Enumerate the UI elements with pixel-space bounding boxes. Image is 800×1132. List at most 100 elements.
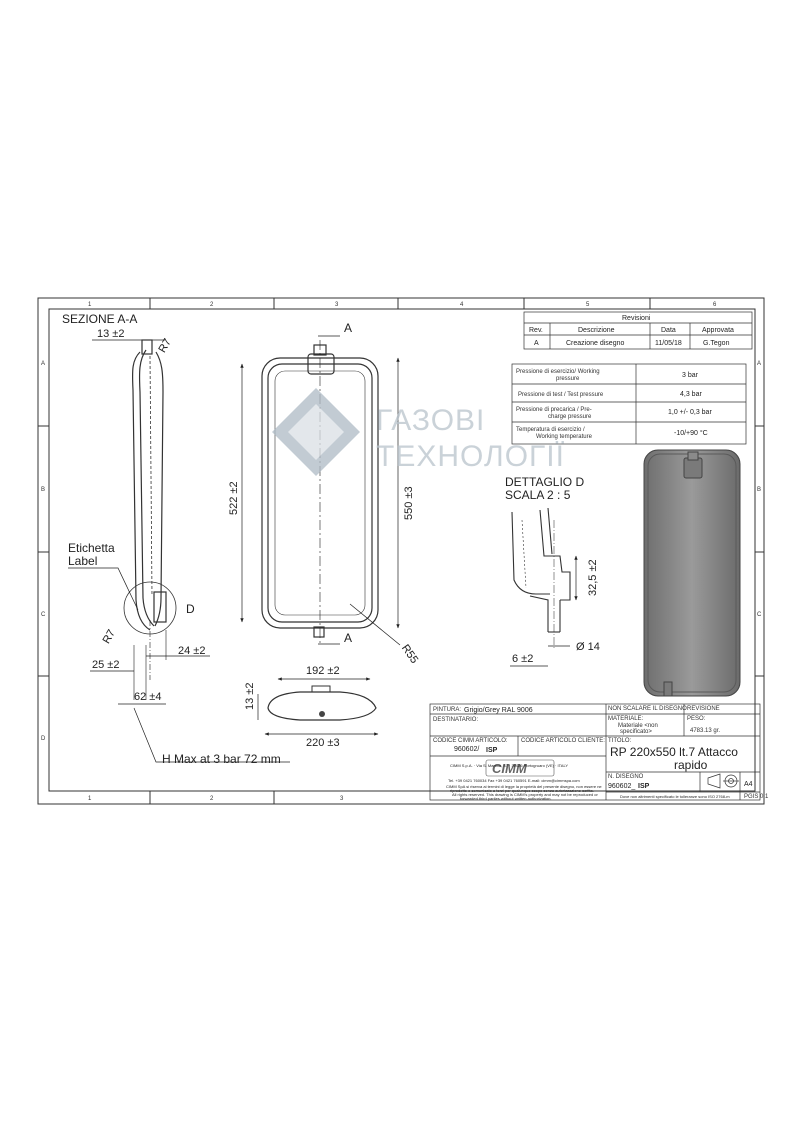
disclaimer-3: All rights reserved. This drawing is CIM… [452, 792, 599, 797]
section-marker-bottom: A [344, 631, 352, 645]
grid-row-d: D [41, 736, 46, 742]
dim-width-192: 192 ±2 [306, 665, 340, 677]
grid-row-a-right: A [757, 361, 761, 367]
logo-text: CIMM [492, 761, 528, 776]
spec-value-2: 4,3 bar [680, 391, 702, 398]
grid-col-2-bottom: 2 [210, 796, 214, 802]
grid-col-1: 1 [88, 302, 92, 308]
grid-row-b-right: B [757, 487, 761, 493]
drawing-frame [37, 297, 765, 805]
detail-profile [511, 507, 571, 633]
code-suffix: ISP [486, 747, 498, 754]
format-a4: A4 [744, 781, 753, 788]
company-line: CIMM S.p.A. · Via S. Martino, 47 · 30026… [450, 763, 568, 768]
grid-row-labels: A B C D A B C [41, 361, 762, 742]
spec-label-3a: Pressione di precarica / Pre- [516, 407, 592, 413]
revisions-title: Revisioni [622, 315, 651, 322]
grid-col-6: 6 [713, 302, 717, 308]
radius-top: R7 [156, 337, 173, 355]
sheet-ref: PGIS 0.1 [744, 794, 769, 800]
code-label: CODICE CIMM ARTICOLO: [433, 738, 508, 744]
company-contacts: Tel. +39 0421 760034 Fax +39 0421 760591… [448, 778, 580, 783]
tank-rendering [643, 449, 741, 697]
spec-value-3: 1,0 +/- 0,3 bar [668, 409, 712, 416]
footer-note: Dove non altrimenti specificato le tolle… [620, 794, 730, 799]
specs-table: Pressione di esercizio/ Working pressure… [511, 363, 747, 445]
dim-62: 62 ±4 [134, 691, 161, 703]
dim-width-220: 220 ±3 [306, 737, 340, 749]
spec-label-4b: Working temperature [536, 434, 593, 440]
radius-r55: R55 [399, 642, 420, 665]
spec-label-1b: pressure [556, 376, 580, 382]
detail-title: DETTAGLIO D [505, 475, 584, 489]
disclaimer-1: CIMM SpA si riserva ai termini di legge … [446, 784, 602, 789]
front-view: A A 522 ±2 550 ±3 R55 [228, 321, 420, 666]
title-block: PINTURA: Grigio/Grey RAL 9006 DESTINATAR… [429, 703, 769, 801]
bottom-view: 192 ±2 220 ±3 13 ±2 [244, 665, 379, 749]
dim-24: 24 ±2 [178, 645, 205, 657]
grid-col-4: 4 [460, 302, 464, 308]
rev-header-rev: Rev. [529, 327, 543, 334]
spec-value-4: -10/+90 °C [674, 429, 708, 437]
no-scale-label: NON SCALARE IL DISEGNO [608, 706, 687, 712]
code-value: 960602/ [454, 746, 479, 753]
watermark-line-2: ТЕХНОЛОГІЇ [376, 440, 565, 473]
revision-label: REVISIONE [687, 706, 720, 712]
dim-length-32-5: 32,5 ±2 [587, 559, 599, 596]
grid-column-labels: 1 2 3 4 5 6 1 2 3 [88, 302, 717, 802]
section-marker-top: A [344, 321, 352, 335]
title-value-1: RP 220x550 lt.7 Attacco [610, 745, 738, 759]
rev-header-data: Data [661, 327, 676, 334]
watermark-logo-icon [272, 388, 360, 476]
grid-row-b: B [41, 487, 45, 493]
grid-col-5: 5 [586, 302, 590, 308]
label-etichetta: Etichetta [68, 541, 115, 555]
grid-row-c: C [41, 612, 46, 618]
paint-value: Grigio/Grey RAL 9006 [464, 707, 533, 714]
dim-25: 25 ±2 [92, 659, 119, 671]
drawing-no-label: N. DISEGNO [608, 774, 644, 780]
material-value-2: specificato> [620, 729, 652, 735]
spec-label-4a: Temperatura di esercizio / [516, 427, 585, 433]
grid-col-1-bottom: 1 [88, 796, 92, 802]
rev-header-approvata: Approvata [702, 327, 734, 334]
rev-header-descrizione: Descrizione [578, 327, 615, 334]
grid-col-2: 2 [210, 302, 214, 308]
rev-row-rev: A [534, 340, 539, 347]
dim-top-13: 13 ±2 [97, 328, 124, 340]
rev-row-descrizione: Creazione disegno [566, 340, 624, 347]
detail-scale: SCALA 2 : 5 [505, 488, 571, 502]
company-logo: CIMM [485, 759, 555, 777]
grid-row-a: A [41, 361, 45, 367]
material-label: MATERIALE: [608, 716, 644, 722]
revisions-table: Revisioni Rev. Descrizione Data Approvat… [523, 311, 753, 350]
spec-value-1: 3 bar [682, 372, 699, 379]
projection-symbol-icon [707, 773, 739, 789]
section-view: SEZIONE A-A 13 ±2 R7 D Etichetta Label R… [62, 312, 290, 766]
spec-label-3b: charge pressure [548, 414, 592, 420]
watermark-line-1: ГАЗОВІ [376, 404, 485, 437]
weight-label: PESO: [687, 716, 706, 722]
detail-marker-d: D [186, 602, 195, 616]
rev-row-data: 11/05/18 [655, 340, 682, 347]
drawing-no-value: 960602_ [608, 783, 635, 790]
grid-col-3: 3 [335, 302, 339, 308]
watermark: ГАЗОВІ ТЕХНОЛОГІЇ [272, 388, 565, 476]
paint-label: PINTURA: [433, 707, 461, 713]
weight-value: 4783.13 gr. [690, 728, 720, 734]
title-label: TITOLO: [608, 738, 632, 744]
recipient-label: DESTINATARIO: [433, 717, 478, 723]
section-profile [131, 339, 167, 631]
material-value: Materiale <non [618, 723, 658, 729]
client-code-label: CODICE ARTICOLO CLIENTE: [521, 738, 605, 744]
grid-row-c-right: C [757, 612, 762, 618]
drawing-no-suffix: ISP [638, 783, 650, 790]
spec-label-2: Pressione di test / Test pressure [518, 392, 604, 398]
section-title: SEZIONE A-A [62, 312, 137, 326]
detail-view: DETTAGLIO D SCALA 2 : 5 32,5 ±2 Ø 14 6 ±… [505, 475, 600, 667]
label-label: Label [68, 554, 97, 568]
grid-col-3-bottom: 3 [340, 796, 344, 802]
hmax-note: H Max at 3 bar 72 mm [162, 752, 281, 766]
disclaimer-2: riprodotto o comunicato a terzi per qual… [450, 788, 594, 793]
